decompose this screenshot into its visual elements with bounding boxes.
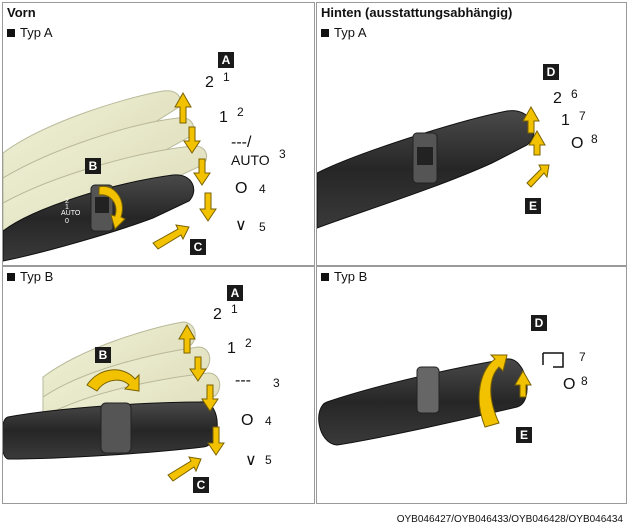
bullet-square-icon	[7, 273, 15, 281]
callout-b-b: B	[95, 347, 111, 363]
b-pos-num-2: 2	[245, 336, 252, 350]
position-arrows-b	[86, 323, 225, 482]
rear-type-b-illustration	[318, 352, 564, 446]
panel-front-type-b: Typ B A B C 2 1 1 2 --- 3 O 4 ∨ 5	[2, 266, 315, 504]
b-pos-num-3: 3	[273, 376, 280, 390]
rear-b-pos-num-7: 7	[579, 350, 586, 364]
pos-symbol-1: 2	[205, 74, 214, 91]
rear-type-a-label-text: Typ A	[334, 25, 367, 40]
rear-pos-symbol-6: 2	[553, 90, 562, 107]
rear-b-pos-num-8: 8	[581, 374, 588, 388]
callout-e-b: E	[516, 427, 532, 443]
callout-a-b: A	[227, 285, 243, 301]
pos-num-5: 5	[259, 220, 266, 234]
b-pos-num-1: 1	[231, 302, 238, 316]
wiper-stalk-b	[3, 401, 218, 460]
rear-title: Hinten (ausstattungsabhängig)	[321, 5, 513, 20]
stalk-auto-text: AUTO	[61, 210, 81, 217]
panel-rear-type-a: Hinten (ausstattungsabhängig) Typ A D E …	[316, 2, 627, 266]
pos-num-2: 2	[237, 105, 244, 119]
rear-pos-num-6: 6	[571, 87, 578, 101]
callout-d: D	[543, 64, 559, 80]
bullet-square-icon	[321, 273, 329, 281]
panel-rear-type-b: Typ B D E 7 O 8	[316, 266, 627, 504]
rear-pos-symbol-8: O	[571, 135, 584, 152]
rear-b-arrows	[478, 354, 532, 428]
position-arrows	[98, 91, 217, 250]
callout-e: E	[525, 198, 541, 214]
rear-stalk-b	[318, 358, 528, 446]
callout-d-b: D	[531, 315, 547, 331]
rear-type-a-illustration	[317, 105, 550, 229]
stalk-0-text: 0	[65, 218, 69, 225]
rear-pos-num-7: 7	[579, 109, 586, 123]
bullet-square-icon	[7, 29, 15, 37]
b-pos-num-4: 4	[265, 414, 272, 428]
rear-type-b-label-text: Typ B	[334, 269, 368, 284]
front-type-a-label-text: Typ A	[20, 25, 53, 40]
b-pos-symbol-5: ∨	[245, 452, 257, 469]
callout-a: A	[218, 52, 234, 68]
b-pos-symbol-1: 2	[213, 306, 222, 323]
callout-c: C	[190, 239, 206, 255]
pos-num-4: 4	[259, 182, 266, 196]
callout-b: B	[85, 158, 101, 174]
pos-symbol-2: 1	[219, 109, 228, 126]
pos-symbol-3-auto: AUTO	[231, 152, 270, 168]
image-code: OYB046427/OYB046433/OYB046428/OYB046434	[396, 514, 623, 525]
b-pos-symbol-2: 1	[227, 340, 236, 357]
front-title: Vorn	[7, 5, 36, 20]
rear-stalk-a	[317, 110, 535, 229]
front-type-b-label: Typ B	[7, 269, 53, 284]
panel-front-type-a: AUTO 2 1 0 Vorn Typ A A B C 2 1 1 2 ---/…	[2, 2, 315, 266]
rear-type-b-label: Typ B	[321, 269, 367, 284]
stalk-2-text: 2	[65, 198, 69, 205]
callout-c-b: C	[193, 477, 209, 493]
pos-symbol-5: ∨	[235, 217, 247, 234]
rear-pos-num-8: 8	[591, 132, 598, 146]
rear-b-pos-symbol-8: O	[563, 376, 576, 393]
rear-type-a-label: Typ A	[321, 25, 367, 40]
b-pos-num-5: 5	[265, 453, 272, 467]
bullet-square-icon	[321, 29, 329, 37]
rear-b-symbol-icon	[542, 352, 564, 368]
rear-a-arrows	[522, 105, 550, 188]
stalk-1-text: 1	[65, 204, 69, 211]
rear-pos-symbol-7: 1	[561, 112, 570, 129]
front-type-b-label-text: Typ B	[20, 269, 54, 284]
pos-num-3: 3	[279, 147, 286, 161]
front-type-a-label: Typ A	[7, 25, 53, 40]
front-type-b-illustration	[3, 321, 225, 482]
b-pos-symbol-3: ---	[235, 372, 251, 389]
front-type-a-illustration: AUTO 2 1 0	[3, 90, 217, 262]
b-pos-symbol-4: O	[241, 412, 254, 429]
pos-num-1: 1	[223, 70, 230, 84]
pos-symbol-4: O	[235, 180, 248, 197]
pos-symbol-3: ---/	[231, 134, 252, 151]
